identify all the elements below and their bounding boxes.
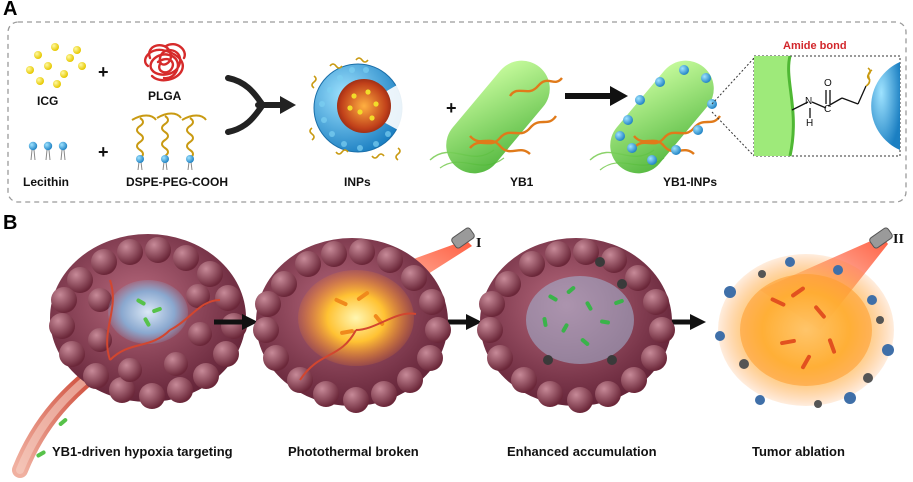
tumor-stage-3-icon [477, 238, 675, 413]
laser-device-1-icon [451, 227, 475, 249]
plus-sign-2: + [98, 142, 109, 162]
lecithin-lipids-icon [28, 141, 68, 161]
laser-1-label: I [476, 236, 482, 251]
inp-nanoparticle-icon [309, 57, 408, 161]
icg-molecules-icon [26, 43, 86, 88]
inps-label: INPs [344, 175, 371, 189]
chem-c: C [824, 104, 832, 115]
chem-o: O [824, 78, 832, 89]
yb1-bacterium-icon [429, 60, 563, 174]
chem-n: N [805, 96, 813, 107]
laser-device-2-icon [869, 227, 893, 249]
stage-label-4: Tumor ablation [752, 444, 845, 459]
icg-label: ICG [37, 94, 59, 108]
panel-b-letter: B [3, 212, 18, 234]
stage-arrowhead-1 [242, 314, 258, 330]
tumor-stage-1-icon [12, 234, 247, 478]
plga-polymer-icon [143, 43, 186, 82]
amide-bond-label: Amide bond [783, 40, 847, 52]
stage-arrowhead-3 [690, 314, 706, 330]
panel-a-letter: A [3, 0, 18, 20]
stage-arrowhead-2 [466, 314, 482, 330]
chem-h: H [806, 118, 814, 129]
plus-sign-3: + [446, 98, 457, 118]
plga-label: PLGA [148, 89, 182, 103]
merge-arrowhead-icon [280, 96, 296, 114]
yb1-label: YB1 [510, 175, 534, 189]
conjugate-arrowhead-icon [610, 86, 628, 106]
tumor-stage-2-icon [253, 227, 475, 413]
stage-label-2: Photothermal broken [288, 444, 419, 459]
yb1-inps-label: YB1-INPs [663, 175, 718, 189]
stage-label-3: Enhanced accumulation [507, 444, 657, 459]
dspe-peg-cooh-icon [131, 112, 207, 171]
tumor-stage-4-icon [715, 227, 894, 408]
laser-2-label: II [893, 232, 904, 247]
panel-a-frame [7, 21, 907, 203]
lecithin-label: Lecithin [23, 175, 70, 189]
yb1-inps-icon [589, 60, 721, 174]
dspe-peg-cooh-label: DSPE-PEG-COOH [126, 175, 229, 189]
amide-bond-inset [753, 55, 901, 157]
merge-arrow-icon [225, 75, 283, 135]
plus-sign-1: + [98, 62, 109, 82]
stage-label-1: YB1-driven hypoxia targeting [52, 444, 233, 459]
